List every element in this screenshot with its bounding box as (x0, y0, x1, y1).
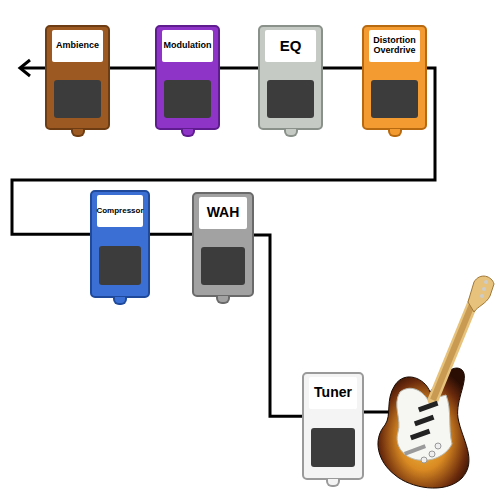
pedal-tab (216, 296, 230, 304)
footswitch (164, 80, 211, 118)
effect-pedal: EQ (258, 25, 323, 130)
signal-cable (110, 68, 155, 69)
label-panel: Modulation (162, 30, 213, 62)
pedal-tab (71, 129, 85, 137)
output-arrowhead (20, 60, 30, 76)
pedal-label: Tuner (314, 385, 352, 400)
cable-line (254, 235, 302, 416)
cable-line (150, 233, 192, 237)
pedal-label: Ambience (56, 41, 99, 51)
signal-cable (323, 68, 362, 69)
pedal-tab (284, 129, 298, 137)
footswitch (54, 80, 101, 118)
label-panel: Compressor (97, 195, 143, 227)
pedal-tab (326, 479, 340, 487)
pedal-tab (388, 129, 402, 137)
effect-pedal: Compressor (90, 190, 150, 298)
electric-guitar (378, 276, 494, 488)
signal-cable (254, 235, 302, 416)
pedal-label: Distortion Overdrive (369, 36, 420, 56)
cable-line (220, 67, 258, 70)
pedal-tab (113, 297, 127, 305)
cable-line (323, 67, 362, 70)
footswitch (99, 246, 141, 285)
signal-cable (12, 68, 435, 234)
effect-pedal: Tuner (302, 372, 364, 480)
effect-pedal: Distortion Overdrive (362, 25, 427, 130)
effect-pedal: Modulation (155, 25, 220, 130)
pedal-label: EQ (280, 38, 302, 55)
footswitch (371, 80, 418, 118)
label-panel: Distortion Overdrive (369, 30, 420, 62)
label-panel: Tuner (309, 377, 357, 409)
label-panel: WAH (199, 197, 247, 229)
pedal-label: Compressor (96, 207, 143, 216)
cable-line (12, 68, 435, 234)
footswitch (311, 428, 355, 467)
footswitch (267, 80, 314, 118)
effect-pedal: WAH (192, 192, 254, 297)
signal-cable (220, 68, 258, 69)
label-panel: Ambience (52, 30, 103, 62)
pedal-label: Modulation (164, 41, 212, 51)
signal-cable (150, 234, 192, 236)
label-panel: EQ (265, 30, 316, 62)
cable-line (110, 67, 155, 70)
effect-pedal: Ambience (45, 25, 110, 130)
pedal-label: WAH (207, 205, 240, 220)
footswitch (201, 247, 245, 285)
pedal-tab (181, 129, 195, 137)
output-wire (22, 67, 45, 70)
